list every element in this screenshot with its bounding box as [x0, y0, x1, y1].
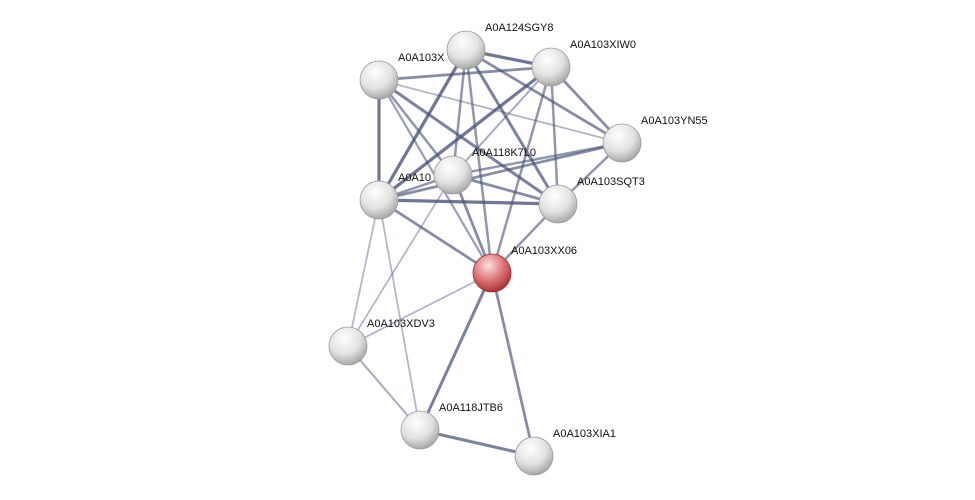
edge-B-J[interactable]: [378, 199, 421, 431]
edge-G-S[interactable]: [464, 49, 560, 205]
node-label: A0A10: [398, 172, 431, 184]
edge-K-D[interactable]: [347, 174, 454, 347]
protein-node[interactable]: [400, 410, 440, 450]
edge-A-S[interactable]: [378, 78, 559, 206]
protein-node[interactable]: [446, 30, 486, 70]
node-label: A0A103X: [398, 52, 445, 64]
edge-G-X[interactable]: [464, 49, 494, 274]
node-label: A0A118JTB6: [439, 402, 503, 414]
node-label: A0A103YN55: [641, 115, 708, 127]
node-label: A0A103XDV3: [367, 318, 435, 330]
edge-B-D[interactable]: [347, 199, 380, 347]
edge-Y-K[interactable]: [452, 141, 623, 177]
edge-W-S[interactable]: [549, 66, 560, 205]
node-label: A0A118K7L0: [472, 147, 536, 159]
node-label: A0A103XIW0: [570, 39, 636, 51]
node-label: A0A124SGY8: [485, 22, 554, 34]
protein-node[interactable]: [359, 60, 399, 100]
edge-Y-B[interactable]: [378, 141, 623, 202]
edge-X-D[interactable]: [347, 272, 493, 347]
protein-node[interactable]: [531, 47, 571, 87]
edge-G-K[interactable]: [451, 49, 468, 176]
edge-W-X[interactable]: [490, 66, 553, 274]
protein-node[interactable]: [514, 436, 554, 476]
node-label: A0A103XX06: [511, 245, 577, 257]
edge-A-K[interactable]: [378, 79, 454, 176]
edge-W-B[interactable]: [378, 65, 552, 202]
edge-X-I[interactable]: [490, 272, 536, 457]
edge-A-Y[interactable]: [378, 79, 623, 144]
query-protein-node[interactable]: [472, 253, 512, 293]
edge-W-K[interactable]: [452, 66, 552, 176]
protein-node[interactable]: [328, 326, 368, 366]
edge-G-Y[interactable]: [465, 48, 623, 145]
protein-node[interactable]: [359, 180, 399, 220]
edge-G-B[interactable]: [377, 49, 468, 201]
protein-node[interactable]: [602, 123, 642, 163]
protein-node[interactable]: [433, 155, 473, 195]
edge-A-W[interactable]: [378, 65, 552, 82]
edge-B-S[interactable]: [378, 198, 559, 206]
edge-X-J[interactable]: [418, 272, 494, 431]
edge-J-I[interactable]: [419, 428, 535, 458]
node-label: A0A103XIA1: [553, 428, 616, 440]
edge-B-X[interactable]: [378, 198, 493, 275]
protein-node[interactable]: [538, 184, 578, 224]
node-label: A0A103SQT3: [577, 176, 645, 188]
